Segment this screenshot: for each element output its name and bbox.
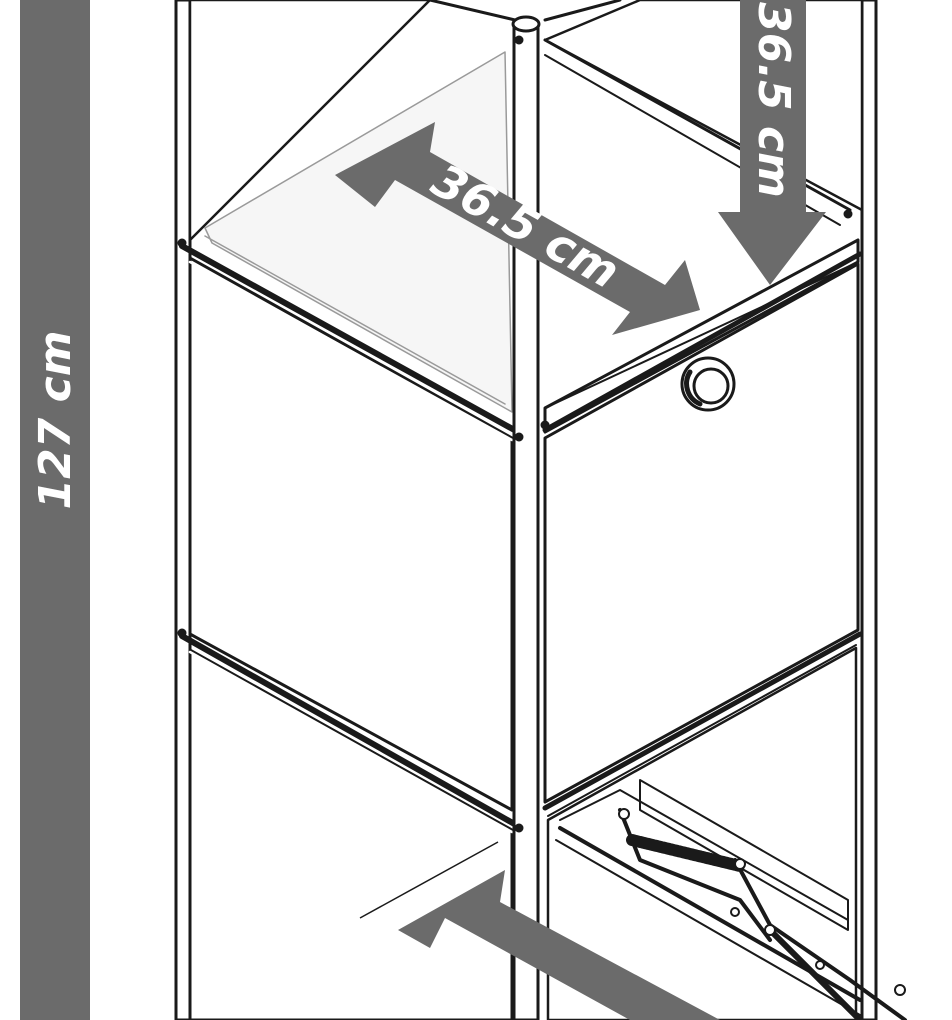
top-back-wall-right	[543, 0, 864, 212]
height-label: 127 cm	[30, 330, 81, 509]
hinge-pin-2	[734, 858, 746, 870]
connector-dot	[514, 35, 524, 45]
width-arrow	[335, 122, 700, 335]
door-knob-inner	[692, 367, 730, 405]
left-post	[174, 0, 192, 1020]
panel-middle-right-rail	[542, 251, 863, 433]
hinge-pin-3	[764, 924, 776, 936]
lower-right-drawer-edge-2	[555, 839, 861, 1016]
center-post-cap	[511, 15, 541, 33]
connector-dot	[514, 823, 524, 833]
depth-dimension: 36.5 cm	[718, 0, 826, 285]
hinge-pin-1	[618, 808, 630, 820]
panel-lower-left-rail-in	[188, 650, 514, 834]
top-back-wall-left	[188, 0, 432, 242]
panel-middle-right-rail-in	[547, 644, 857, 817]
panel-middle-left-rail-in	[188, 260, 514, 442]
hinge-arm-3	[767, 927, 863, 1020]
hinge-pin-4	[730, 907, 740, 917]
panel-lower-left-rail	[179, 633, 521, 829]
right-post	[860, 0, 878, 1020]
connector-dot	[514, 432, 524, 442]
hinge-mechanism	[618, 808, 907, 1020]
hinge-pin-6	[894, 984, 906, 996]
hinge-pin-5	[815, 960, 825, 970]
height-dimension: 127 cm	[20, 0, 90, 1020]
glass-shelf-edge	[204, 235, 506, 405]
connector-dot	[177, 628, 187, 638]
connector-dot	[843, 209, 853, 219]
door-knob-shadow	[684, 369, 703, 407]
bottom-dimension-arrow	[359, 841, 720, 1020]
depth-label: 36.5 cm	[748, 2, 799, 198]
top-back-line-2	[543, 0, 622, 22]
lower-right-back-wall	[639, 779, 849, 931]
hinge-arm-1	[618, 808, 772, 942]
top-back-line	[428, 0, 517, 22]
panel-middle-right	[543, 262, 860, 804]
bottom-guide-line	[359, 841, 499, 919]
bottom-arrow	[398, 870, 720, 1020]
depth-arrow	[718, 0, 826, 285]
connector-dot	[540, 420, 550, 430]
height-arrow-bar	[20, 0, 90, 1020]
panel-middle-left-rail	[179, 243, 521, 435]
lower-right-floor	[559, 789, 849, 921]
panel-middle-right-rail-2	[542, 631, 863, 811]
connector-dot	[177, 238, 187, 248]
hinge-spring	[626, 834, 746, 872]
center-post	[512, 24, 540, 1020]
door-knob	[680, 356, 736, 412]
hinge-arm-2	[733, 858, 907, 1020]
